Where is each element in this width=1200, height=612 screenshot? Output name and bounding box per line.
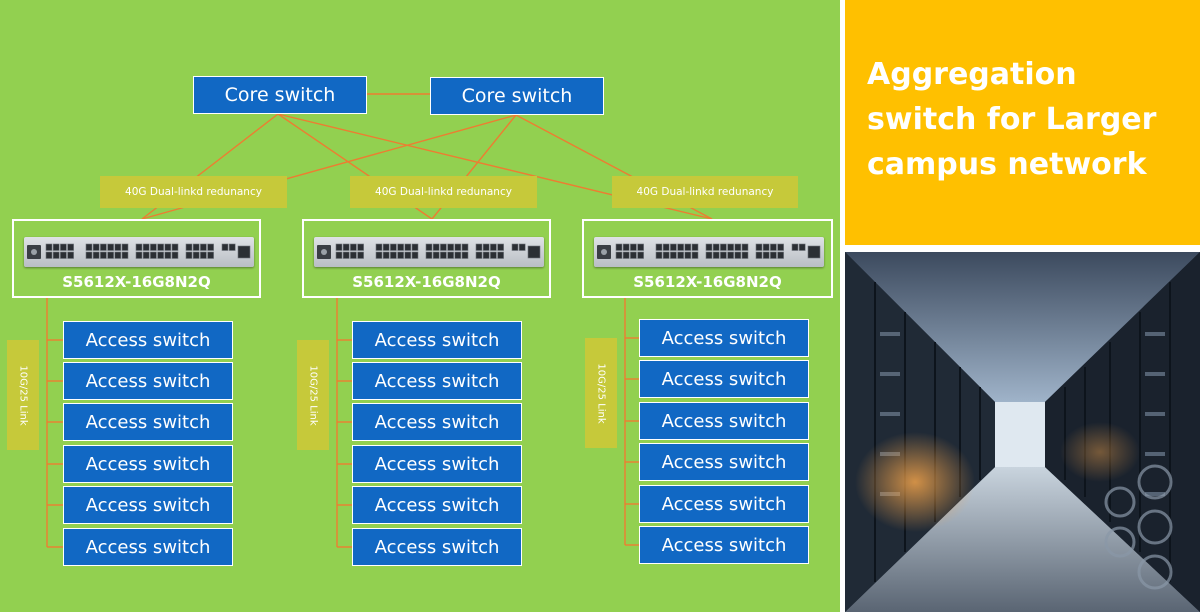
redundancy-label-3: 40G Dual-linkd redunancy <box>612 176 798 208</box>
connection-lines <box>46 93 713 548</box>
access-switch-1-1: Access switch <box>63 321 233 359</box>
title-line-2: switch for Larger <box>867 102 1157 137</box>
aggregation-switch-1: S5612X-16G8N2Q <box>12 219 261 298</box>
access-switch-3-1: Access switch <box>639 319 809 357</box>
link-label-text: 10G/25 Link <box>307 364 319 426</box>
switch-device-image <box>24 237 254 267</box>
access-switch-2-2: Access switch <box>352 362 522 400</box>
access-switch-3-6: Access switch <box>639 526 809 564</box>
link-label-text: 10G/25 Link <box>595 362 607 424</box>
access-switch-2-1: Access switch <box>352 321 522 359</box>
access-switch-3-3: Access switch <box>639 402 809 440</box>
redundancy-label-2: 40G Dual-linkd redunancy <box>350 176 537 208</box>
link-label-2: 10G/25 Link <box>297 340 329 450</box>
aggregation-switch-2: S5612X-16G8N2Q <box>302 219 551 298</box>
access-switch-3-2: Access switch <box>639 360 809 398</box>
access-switch-1-2: Access switch <box>63 362 233 400</box>
access-switch-1-3: Access switch <box>63 403 233 441</box>
link-label-3: 10G/25 Link <box>585 338 617 448</box>
page-title: Aggregation switch for Larger campus net… <box>867 52 1180 187</box>
title-line-3: campus network <box>867 147 1147 182</box>
switch-front-panel-icon <box>317 243 541 259</box>
title-panel: Aggregation switch for Larger campus net… <box>845 0 1200 245</box>
access-switch-2-5: Access switch <box>352 486 522 524</box>
side-panel: Aggregation switch for Larger campus net… <box>840 0 1200 612</box>
switch-model-label: S5612X-16G8N2Q <box>633 273 782 291</box>
switch-front-panel-icon <box>27 243 251 259</box>
switch-device-image <box>594 237 824 267</box>
access-switch-3-4: Access switch <box>639 443 809 481</box>
switch-model-label: S5612X-16G8N2Q <box>62 273 211 291</box>
switch-device-image <box>314 237 544 267</box>
core-switch-2: Core switch <box>430 77 604 115</box>
access-switch-1-4: Access switch <box>63 445 233 483</box>
datacenter-photo <box>845 252 1200 612</box>
datacenter-image-icon <box>845 252 1200 612</box>
switch-model-label: S5612X-16G8N2Q <box>352 273 501 291</box>
access-switch-2-3: Access switch <box>352 403 522 441</box>
switch-front-panel-icon <box>597 243 821 259</box>
link-label-text: 10G/25 Link <box>17 364 29 426</box>
core-switch-1: Core switch <box>193 76 367 114</box>
access-switch-1-5: Access switch <box>63 486 233 524</box>
link-label-1: 10G/25 Link <box>7 340 39 450</box>
title-line-1: Aggregation <box>867 57 1077 92</box>
network-topology-diagram: Core switch Core switch 40G Dual-linkd r… <box>0 0 840 612</box>
redundancy-label-1: 40G Dual-linkd redunancy <box>100 176 287 208</box>
access-switch-2-6: Access switch <box>352 528 522 566</box>
access-switch-1-6: Access switch <box>63 528 233 566</box>
aggregation-switch-3: S5612X-16G8N2Q <box>582 219 833 298</box>
access-switch-3-5: Access switch <box>639 485 809 523</box>
access-switch-2-4: Access switch <box>352 445 522 483</box>
